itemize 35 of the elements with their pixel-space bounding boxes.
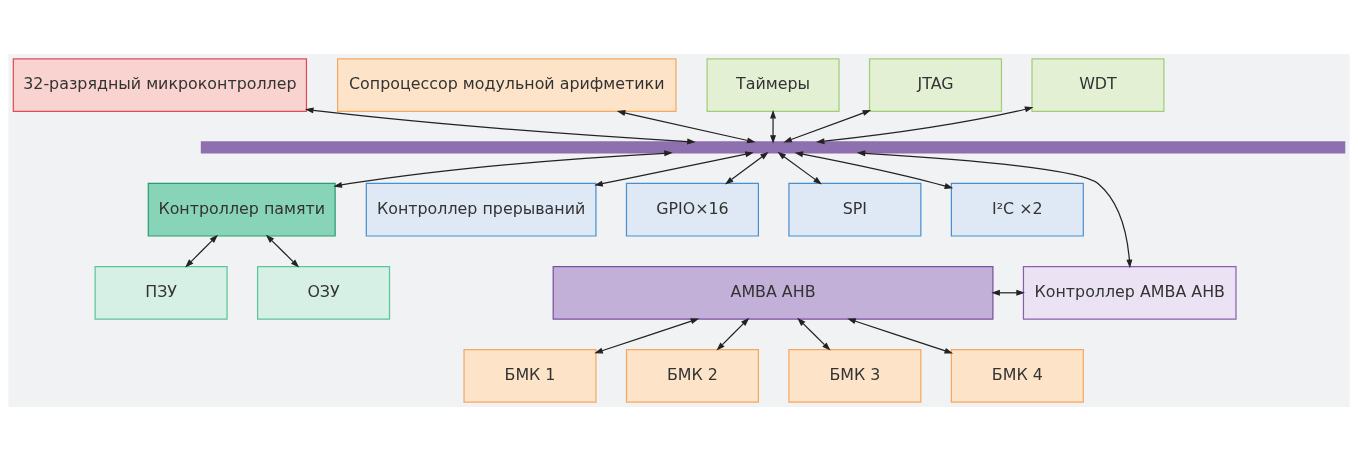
arrow <box>185 234 218 268</box>
arrow <box>333 149 673 188</box>
arrow <box>856 149 1133 268</box>
node-box: Контроллер прерываний <box>365 182 597 237</box>
node-box: Сопроцессор модульной арифметики <box>337 57 677 112</box>
arrow <box>770 109 777 144</box>
arrow <box>265 234 300 268</box>
node-box: Таймеры <box>706 57 840 112</box>
arrow <box>616 109 756 143</box>
arrow <box>304 106 696 145</box>
arrow <box>724 151 769 184</box>
arrow <box>594 317 700 353</box>
node-box: I²C ×2 <box>950 182 1084 237</box>
node-box: GPIO×16 <box>625 182 759 237</box>
node-box: JTAG <box>868 57 1003 112</box>
arrow <box>794 150 954 189</box>
node-box: 32-разрядный микроконтроллер <box>12 57 308 112</box>
node-box: SPI <box>788 182 922 237</box>
node-box: БМК 4 <box>950 348 1084 403</box>
node-box: Контроллер памяти <box>147 182 336 237</box>
node-box: БМК 2 <box>625 348 759 403</box>
arrow <box>847 317 954 354</box>
arrow <box>783 109 872 142</box>
arrow <box>815 105 1034 144</box>
arrow <box>716 317 750 351</box>
node-box: ПЗУ <box>94 265 228 320</box>
node-box: WDT <box>1031 57 1165 112</box>
node-box: ОЗУ <box>257 265 391 320</box>
arrow <box>594 150 754 187</box>
arrow <box>797 317 831 351</box>
node-box: Контроллер AMBA AHB <box>1022 265 1237 320</box>
node-box: БМК 3 <box>788 348 922 403</box>
node-box: БМК 1 <box>463 348 597 403</box>
arrow <box>777 151 822 184</box>
node-box: AMBA AHB <box>552 265 994 320</box>
